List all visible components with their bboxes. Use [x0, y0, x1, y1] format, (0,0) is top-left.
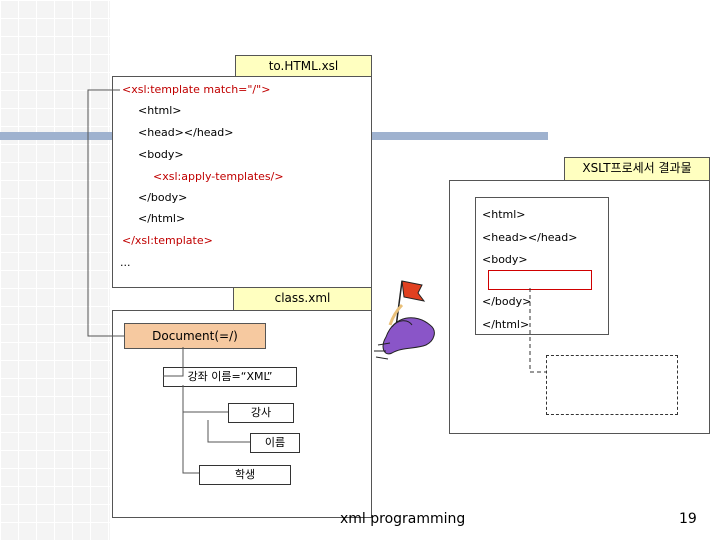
xml-node-course: 강좌 이름=“XML”: [163, 367, 297, 387]
background-grid: [0, 0, 110, 540]
xml-node-student: 학생: [199, 465, 291, 485]
page-number: 19: [679, 511, 697, 527]
xsl-line-template-close: </xsl:template>: [122, 234, 213, 247]
xsl-line-head: <head></head>: [138, 126, 234, 139]
xsl-line-body: <body>: [138, 148, 184, 161]
xsl-stylesheet-box: [112, 76, 372, 288]
xml-node-name: 이름: [250, 433, 300, 453]
result-line-head: <head></head>: [482, 231, 578, 244]
xml-node-instructor: 강사: [228, 403, 294, 423]
xml-title: class.xml: [233, 287, 372, 311]
flag-figure-icon: [374, 280, 435, 360]
xsl-line-apply-templates: <xsl:apply-templates/>: [153, 170, 284, 183]
xsl-line-html: <html>: [138, 104, 182, 117]
xsl-title: to.HTML.xsl: [235, 55, 372, 77]
result-dashed-box: [546, 355, 678, 415]
xsl-line-html-close: </html>: [138, 212, 186, 225]
result-line-html-close: </html>: [482, 318, 530, 331]
result-red-placeholder: [488, 270, 592, 290]
result-line-body-close: </body>: [482, 295, 532, 308]
xsl-line-template-open: <xsl:template match="/">: [122, 83, 271, 96]
xml-root-node: Document(=/): [124, 323, 266, 349]
footer-title: xml programming: [340, 511, 466, 527]
xsl-line-body-close: </body>: [138, 191, 188, 204]
result-title: XSLT프로세서 결과물: [564, 157, 710, 181]
result-line-body: <body>: [482, 253, 528, 266]
xsl-line-ellipsis: ...: [120, 256, 131, 269]
result-line-html: <html>: [482, 208, 526, 221]
